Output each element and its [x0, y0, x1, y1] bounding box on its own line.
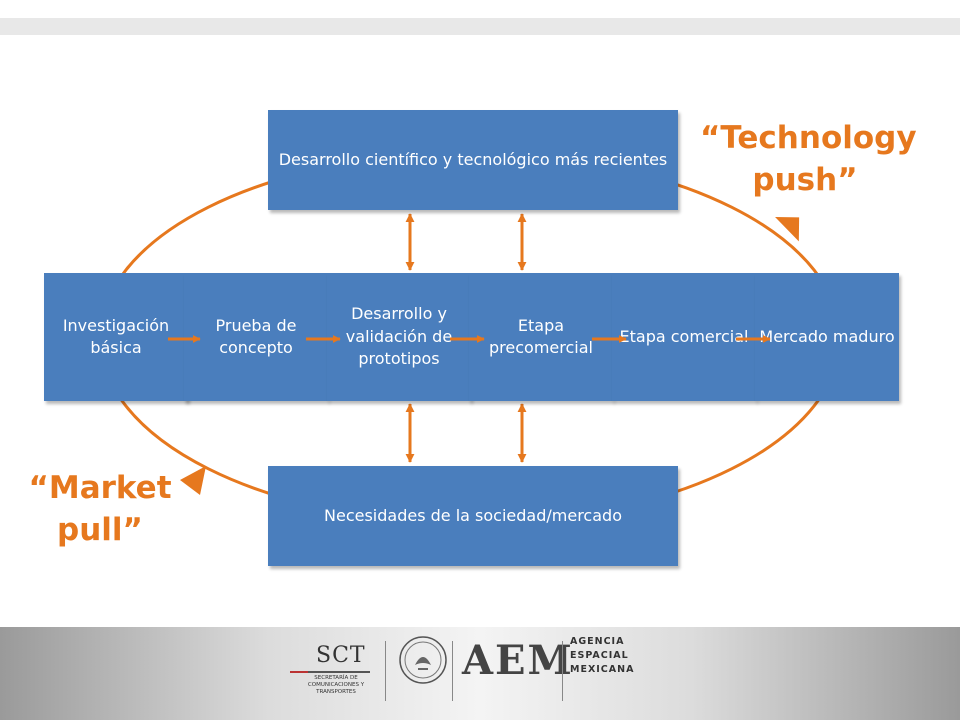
stage-precommercial: Etapa precomercial [469, 273, 613, 401]
footer-divider [385, 641, 386, 701]
market-pull-arrowhead [180, 466, 206, 495]
sct-logo-text: SCT [316, 643, 366, 668]
stage-prototype-validation: Desarrollo y validación de prototipos [327, 273, 471, 401]
sct-logo: SCT SECRETARÍA DE COMUNICACIONES Y TRANS… [288, 637, 378, 707]
box-scientific-development: Desarrollo científico y tecnológico más … [268, 110, 678, 210]
national-seal-icon [399, 636, 447, 684]
stage-commercial: Etapa comercial [612, 273, 756, 401]
aem-logo-text: AEM [462, 637, 574, 684]
footer-divider-2 [452, 641, 453, 701]
sct-logo-subtitle: SECRETARÍA DE COMUNICACIONES Y TRANSPORT… [307, 675, 365, 695]
box-society-needs: Necesidades de la sociedad/mercado [268, 466, 678, 566]
aem-logo-subtitle: AGENCIA ESPACIAL MEXICANA [570, 636, 635, 675]
stage-mature-market: Mercado maduro [755, 273, 899, 401]
footer-divider-3 [562, 641, 563, 701]
footer-logo-bar: SCT SECRETARÍA DE COMUNICACIONES Y TRANS… [0, 627, 960, 720]
technology-push-arrowhead [775, 217, 800, 242]
label-technology-push: “Technology push” [700, 120, 917, 198]
top-decorative-bar [0, 18, 960, 35]
stage-proof-of-concept: Prueba de concepto [184, 273, 328, 401]
stage-basic-research: Investigación básica [44, 273, 188, 401]
label-market-pull: “Market pull” [28, 470, 172, 548]
